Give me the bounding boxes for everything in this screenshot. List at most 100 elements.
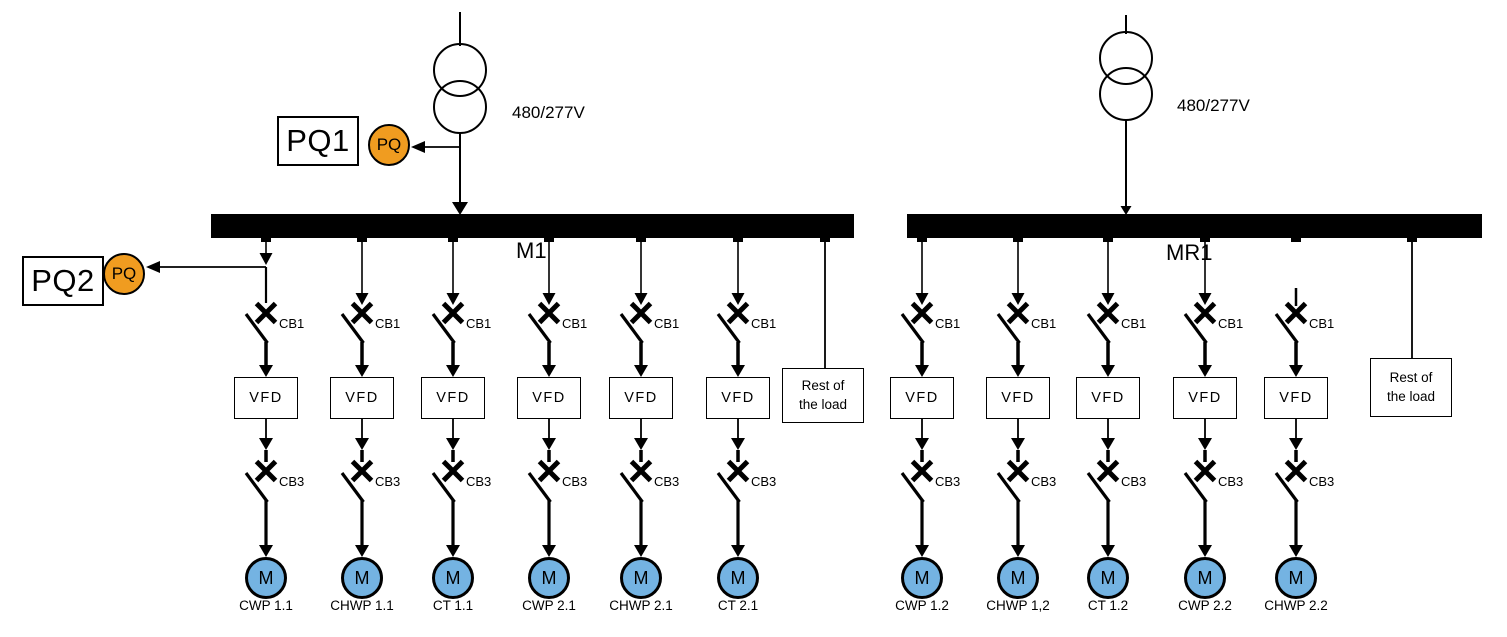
cb3-label: CB3 <box>751 474 777 489</box>
arrowhead-icon <box>355 438 369 450</box>
arrowhead-icon <box>1289 438 1303 450</box>
arrowhead-icon <box>259 253 273 265</box>
breaker-blade-icon <box>244 472 269 503</box>
breaker-x-icon <box>537 459 561 483</box>
cb1-label: CB1 <box>935 316 961 331</box>
bus-bar <box>907 214 1482 238</box>
cb1-label: CB1 <box>654 316 680 331</box>
cb3-label: CB3 <box>1218 474 1244 489</box>
arrowhead-icon <box>446 293 460 305</box>
breaker-blade-icon <box>1086 313 1111 344</box>
cb1-label: CB1 <box>1218 316 1244 331</box>
breaker-x-icon <box>441 459 465 483</box>
motor-load-label: CWP 2.2 <box>1178 598 1232 613</box>
arrowhead-icon <box>634 365 648 377</box>
breaker-blade-icon <box>900 313 925 344</box>
motor-circle: M <box>620 557 662 599</box>
breaker-x-icon <box>629 301 653 325</box>
arrowhead-icon <box>1011 438 1025 450</box>
pq1-meter-circle: PQ <box>368 124 410 166</box>
arrowhead-icon <box>915 293 929 305</box>
breaker-x-icon <box>1006 301 1030 325</box>
rest-of-load-box-right: Rest of the load <box>1370 358 1452 417</box>
breaker-blade-icon <box>527 472 552 503</box>
cb3-label: CB3 <box>562 474 588 489</box>
cb3-label: CB3 <box>466 474 492 489</box>
motor-circle: M <box>1184 557 1226 599</box>
vfd-box: VFD <box>330 377 394 419</box>
breaker-x-icon <box>1193 301 1217 325</box>
breaker-blade-icon <box>340 313 365 344</box>
transformer-icon <box>1099 31 1153 85</box>
arrowhead-icon <box>731 438 745 450</box>
motor-load-label: CT 1.1 <box>432 598 474 613</box>
vfd-box: VFD <box>890 377 954 419</box>
arrowhead-icon <box>1011 545 1025 557</box>
bus-bar <box>211 214 854 238</box>
arrowhead-icon <box>542 293 556 305</box>
arrowhead-icon <box>915 365 929 377</box>
breaker-blade-icon <box>619 472 644 503</box>
arrowhead-icon <box>355 545 369 557</box>
cb3-label: CB3 <box>935 474 961 489</box>
arrowhead-icon <box>1289 545 1303 557</box>
bus-label-m1: M1 <box>516 238 547 263</box>
breaker-x-icon <box>254 301 278 325</box>
breaker-blade-icon <box>1274 472 1299 503</box>
breaker-x-icon <box>1284 459 1308 483</box>
breaker-blade-icon <box>431 313 456 344</box>
arrowhead-icon <box>915 545 929 557</box>
transformer-icon <box>433 80 487 134</box>
arrowhead-icon <box>1198 293 1212 305</box>
pq2-arrowhead-icon <box>146 261 160 273</box>
motor-load-label: CHWP 2.1 <box>609 598 673 613</box>
motor-load-label: CWP 1.1 <box>239 598 293 613</box>
breaker-blade-icon <box>996 313 1021 344</box>
cb3-label: CB3 <box>654 474 680 489</box>
arrowhead-icon <box>259 545 273 557</box>
breaker-x-icon <box>1193 459 1217 483</box>
breaker-blade-icon <box>1274 313 1299 344</box>
motor-circle: M <box>1087 557 1129 599</box>
arrowhead-icon <box>1289 365 1303 377</box>
cb1-label: CB1 <box>466 316 492 331</box>
breaker-x-icon <box>350 459 374 483</box>
transformer-arrowhead-icon <box>1120 206 1132 215</box>
vfd-box: VFD <box>1076 377 1140 419</box>
vfd-box: VFD <box>609 377 673 419</box>
motor-circle: M <box>717 557 759 599</box>
breaker-blade-icon <box>244 313 269 344</box>
breaker-blade-icon <box>1183 313 1208 344</box>
cb1-label: CB1 <box>1121 316 1147 331</box>
cb3-label: CB3 <box>1121 474 1147 489</box>
vfd-box: VFD <box>706 377 770 419</box>
transformer-icon <box>1099 67 1153 121</box>
arrowhead-icon <box>542 365 556 377</box>
breaker-blade-icon <box>900 472 925 503</box>
arrowhead-icon <box>731 365 745 377</box>
arrowhead-icon <box>355 293 369 305</box>
vfd-box: VFD <box>1173 377 1237 419</box>
breaker-x-icon <box>350 301 374 325</box>
breaker-x-icon <box>1096 459 1120 483</box>
arrowhead-icon <box>542 545 556 557</box>
cb3-label: CB3 <box>375 474 401 489</box>
breaker-x-icon <box>726 459 750 483</box>
arrowhead-icon <box>1198 545 1212 557</box>
rest-of-load-box-left: Rest of the load <box>782 368 864 423</box>
arrowhead-icon <box>446 438 460 450</box>
vfd-box: VFD <box>517 377 581 419</box>
breaker-blade-icon <box>1086 472 1111 503</box>
breaker-blade-icon <box>1183 472 1208 503</box>
cb3-label: CB3 <box>279 474 305 489</box>
motor-load-label: CHWP 2.2 <box>1264 598 1328 613</box>
cb3-label: CB3 <box>1309 474 1335 489</box>
arrowhead-icon <box>731 545 745 557</box>
breaker-blade-icon <box>340 472 365 503</box>
breaker-x-icon <box>910 459 934 483</box>
pq1-arrowhead-icon <box>411 141 425 153</box>
arrowhead-icon <box>259 365 273 377</box>
motor-circle: M <box>432 557 474 599</box>
